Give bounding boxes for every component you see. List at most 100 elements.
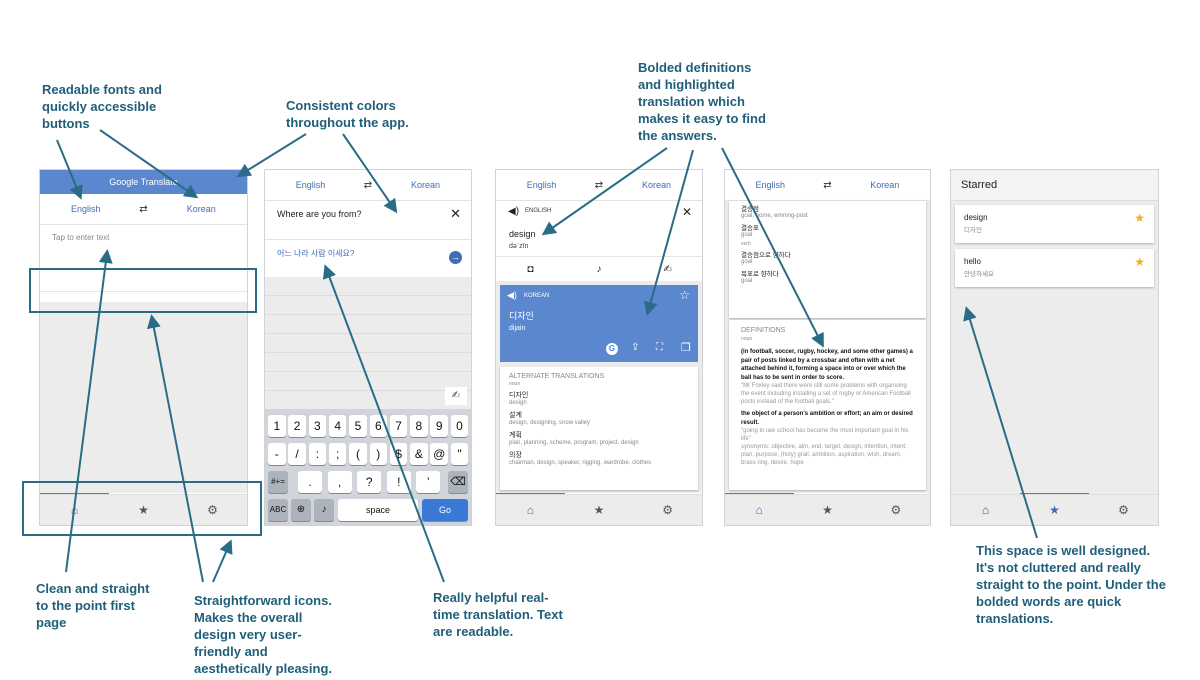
- source-language-button[interactable]: English: [755, 180, 786, 190]
- speaker-icon[interactable]: ◀): [508, 206, 520, 217]
- target-language-button[interactable]: Korean: [186, 204, 216, 214]
- handwriting-icon[interactable]: ✍: [663, 263, 672, 275]
- key[interactable]: 1: [268, 415, 286, 437]
- key[interactable]: 2: [288, 415, 306, 437]
- swap-languages-icon[interactable]: ⇄: [823, 179, 832, 191]
- key[interactable]: ": [450, 443, 469, 465]
- backspace-icon[interactable]: ⌫: [448, 471, 468, 493]
- pos-label: noun: [509, 381, 521, 387]
- definition-2: the object of a person's ambition or eff…: [741, 411, 913, 426]
- gear-icon[interactable]: ⚙: [890, 503, 902, 517]
- key[interactable]: /: [288, 443, 306, 465]
- annotation-realtime-translation: Really helpful real-time translation. Te…: [433, 590, 563, 639]
- key[interactable]: 4: [328, 415, 347, 437]
- bottom-nav: ⌂ ★ ⚙: [496, 494, 702, 525]
- key[interactable]: 5: [349, 415, 367, 437]
- key[interactable]: .: [298, 471, 322, 493]
- key[interactable]: -: [268, 443, 286, 465]
- swap-languages-icon[interactable]: ⇄: [363, 179, 373, 191]
- brand-title: Google Translate: [109, 177, 178, 187]
- key[interactable]: (: [349, 443, 367, 465]
- screen-home: Google Translate English ⇄ Korean Tap to…: [39, 169, 248, 526]
- alt-english: chairman, design, speaker, rigging, ward…: [509, 460, 652, 466]
- key[interactable]: 9: [430, 415, 448, 437]
- key-go[interactable]: Go: [422, 499, 468, 521]
- star-icon[interactable]: ★: [1134, 211, 1145, 225]
- text-input[interactable]: Tap to enter text: [52, 233, 110, 242]
- alt-korean: 설계: [509, 412, 522, 419]
- arrow-forward-icon[interactable]: →: [449, 251, 462, 264]
- home-icon[interactable]: ⌂: [755, 503, 763, 517]
- target-language-button[interactable]: Korean: [641, 180, 672, 190]
- target-language-button[interactable]: Korean: [410, 180, 441, 190]
- key-symbols[interactable]: #+=: [268, 471, 288, 493]
- key[interactable]: &: [410, 443, 428, 465]
- camera-icon[interactable]: ◘: [527, 263, 534, 275]
- key[interactable]: :: [308, 443, 327, 465]
- item-korean: 목표로 향하다: [741, 271, 779, 278]
- close-icon[interactable]: ✕: [681, 205, 692, 219]
- arrow-to-input: [342, 133, 398, 214]
- gear-icon[interactable]: ⚙: [1118, 503, 1129, 517]
- microphone-icon[interactable]: ♪: [314, 499, 334, 521]
- google-icon[interactable]: G: [606, 343, 618, 355]
- star-icon[interactable]: ★: [1049, 503, 1060, 517]
- source-language-button[interactable]: English: [70, 204, 101, 214]
- fullscreen-icon[interactable]: ⛶: [656, 342, 663, 353]
- key[interactable]: 3: [308, 415, 327, 437]
- gear-icon[interactable]: ⚙: [207, 503, 218, 517]
- item-english: goal, home, winning-post: [741, 213, 808, 219]
- key[interactable]: 7: [389, 415, 408, 437]
- home-icon[interactable]: ⌂: [526, 503, 534, 517]
- close-icon[interactable]: ✕: [450, 206, 461, 221]
- key-abc[interactable]: ABC: [268, 499, 288, 521]
- handwriting-icon[interactable]: ✍: [445, 387, 467, 405]
- key[interactable]: @: [430, 443, 448, 465]
- star-icon[interactable]: ★: [822, 503, 833, 517]
- star-outline-icon[interactable]: ☆: [679, 288, 690, 302]
- source-word[interactable]: design: [509, 229, 536, 239]
- source-language-button[interactable]: English: [526, 180, 557, 190]
- star-icon[interactable]: ★: [138, 503, 149, 517]
- globe-icon[interactable]: ⊕: [291, 499, 311, 521]
- alt-korean: 계획: [509, 432, 522, 439]
- example-1: "Mr Foxley said there were still some pr…: [741, 383, 911, 405]
- key-space[interactable]: space: [338, 499, 418, 521]
- key[interactable]: ;: [328, 443, 347, 465]
- microphone-icon[interactable]: ♪: [596, 263, 602, 275]
- target-language-button[interactable]: Korean: [870, 180, 900, 190]
- swap-languages-icon[interactable]: ⇄: [139, 203, 148, 215]
- key[interactable]: ,: [327, 471, 352, 493]
- starred-word: design: [964, 213, 988, 222]
- key[interactable]: 8: [410, 415, 428, 437]
- gear-icon[interactable]: ⚙: [662, 503, 674, 517]
- source-language-button[interactable]: English: [295, 180, 326, 190]
- star-icon[interactable]: ★: [593, 503, 605, 517]
- item-english: goal: [741, 232, 753, 238]
- speaker-icon[interactable]: ◀): [507, 290, 517, 300]
- source-language-label: ENGLISH: [525, 208, 552, 214]
- share-icon[interactable]: ⇪: [631, 342, 640, 353]
- key[interactable]: ?: [357, 471, 382, 493]
- star-icon[interactable]: ★: [1134, 255, 1145, 269]
- arrow-to-output: [322, 264, 445, 583]
- swap-languages-icon[interactable]: ⇄: [594, 179, 604, 191]
- key[interactable]: ’: [416, 471, 441, 493]
- copy-icon[interactable]: ❐: [681, 342, 691, 354]
- key[interactable]: 0: [450, 415, 469, 437]
- source-text[interactable]: Where are you from?: [277, 209, 362, 219]
- definitions-card: DEFINITIONS noun (in football, soccer, r…: [729, 320, 926, 490]
- key[interactable]: ): [369, 443, 388, 465]
- home-icon[interactable]: ⌂: [981, 503, 990, 517]
- definition-1: (in football, soccer, rugby, hockey, and…: [741, 349, 913, 381]
